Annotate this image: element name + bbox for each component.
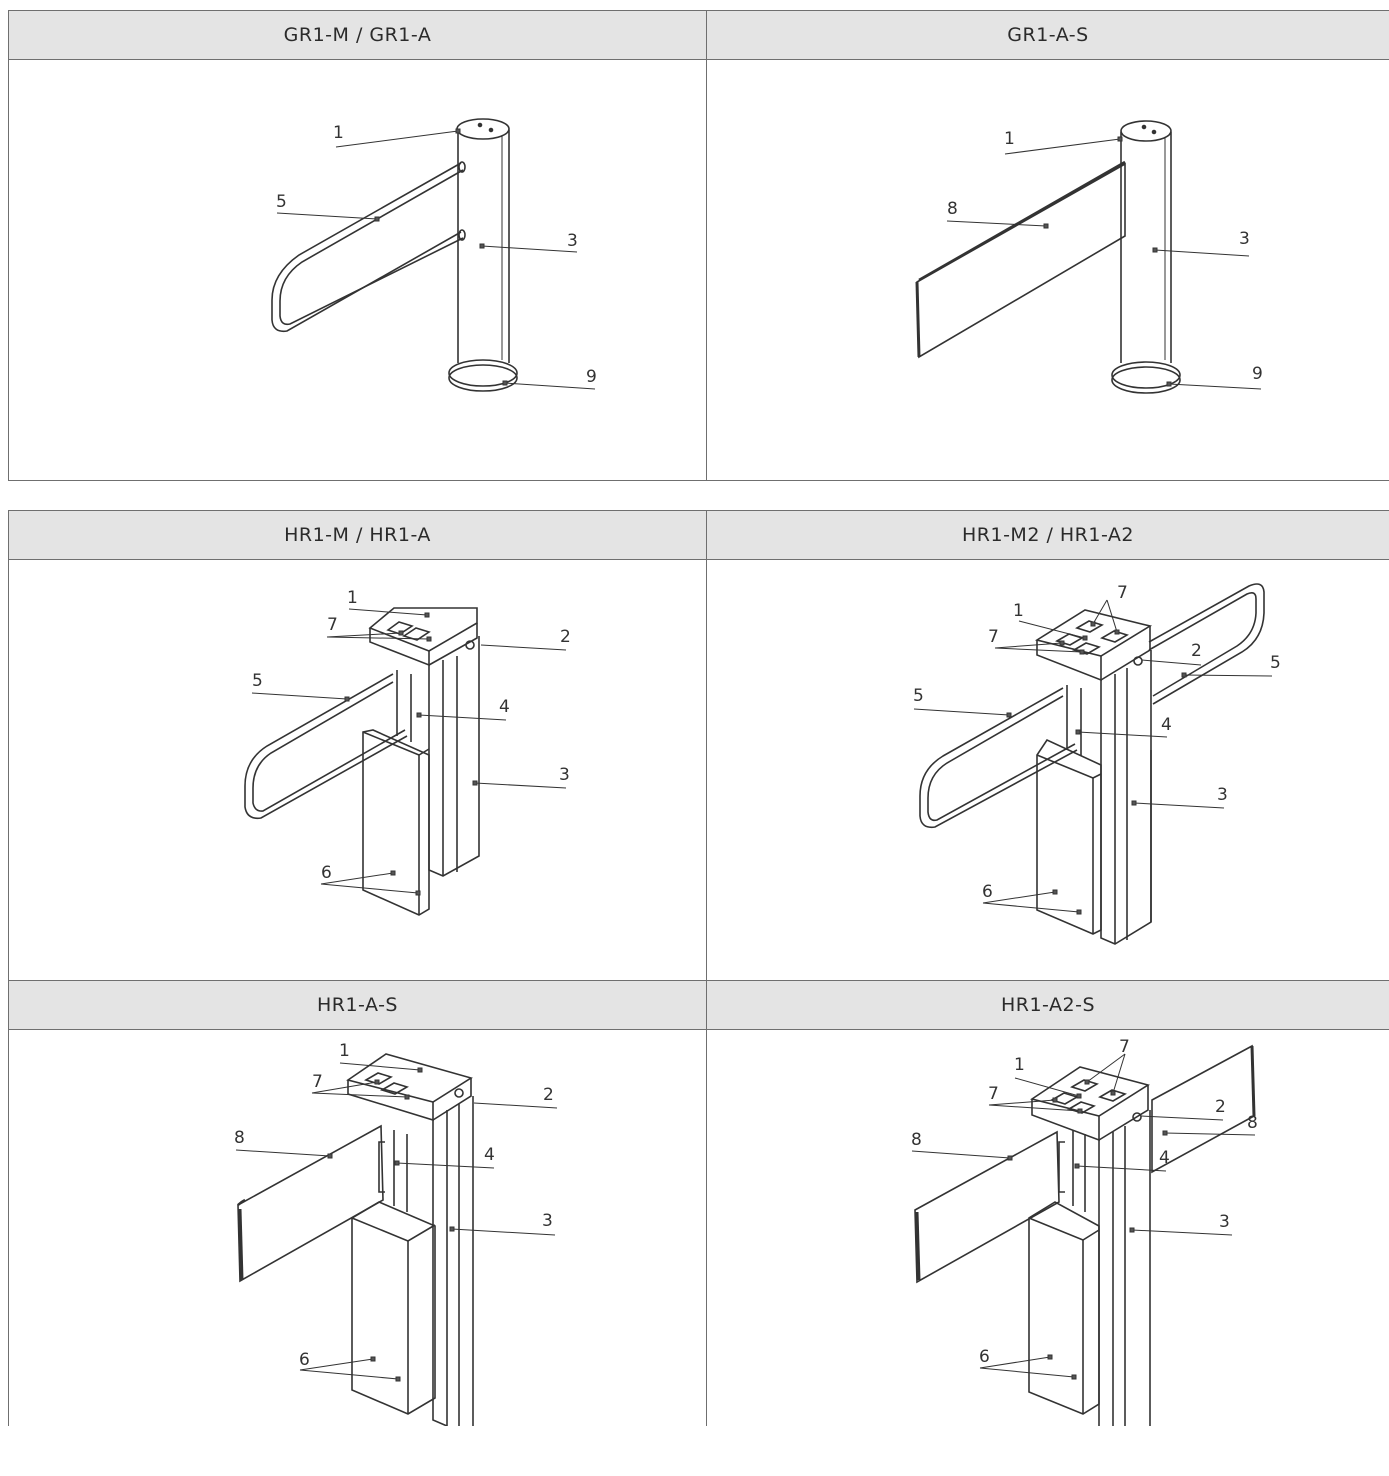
callout-label: 4 [1159, 1148, 1170, 1168]
panel-header-gr1-m: GR1-M / GR1-A [8, 10, 707, 60]
callout-label: 8 [1247, 1113, 1258, 1133]
panel-title: HR1-M / HR1-A [284, 524, 431, 546]
callout-label: 7 [1119, 1037, 1130, 1057]
panel-header-hr1-m2: HR1-M2 / HR1-A2 [706, 510, 1389, 560]
arm [271, 162, 462, 333]
arm [279, 169, 464, 326]
models-table-bottom: HR1-M / HR1-A HR1-M2 / HR1-A2 [8, 510, 1389, 1426]
panel-title: GR1-M / GR1-A [283, 24, 432, 46]
callout-label: 9 [1252, 364, 1263, 384]
callout-label: 6 [299, 1350, 310, 1370]
panel-header-hr1-a-s: HR1-A-S [8, 980, 707, 1030]
cap-hole [477, 122, 483, 128]
callout-label: 1 [339, 1041, 350, 1061]
panel-header-hr1-a2-s: HR1-A2-S [706, 980, 1389, 1030]
callout-label: 4 [499, 697, 510, 717]
callout-label: 7 [988, 627, 999, 647]
callout-label: 5 [252, 671, 263, 691]
callout-label: 5 [1270, 653, 1281, 673]
callout-label: 1 [1004, 129, 1015, 149]
callout-label: 5 [276, 192, 287, 212]
arm-end [458, 229, 466, 241]
callout-label: 3 [1219, 1212, 1230, 1232]
panel-drawing-hr1-a2-s: 7 1 7 2 8 8 4 3 6 [706, 1029, 1389, 1426]
arm-end [458, 161, 466, 173]
panel-title: HR1-M2 / HR1-A2 [962, 524, 1134, 546]
callout-label: 1 [333, 123, 344, 143]
base-plate [448, 359, 518, 387]
base-plate [448, 364, 518, 392]
callout-label: 5 [913, 686, 924, 706]
callout-label: 8 [911, 1130, 922, 1150]
callout-label: 4 [484, 1145, 495, 1165]
swing-panel [916, 162, 1126, 359]
callout-label: 9 [586, 367, 597, 387]
callout-label: 7 [327, 615, 338, 635]
post-top-cap [456, 118, 510, 140]
panel-header-gr1-a-s: GR1-A-S [706, 10, 1389, 60]
gr1-a-s-drawing: 1 8 3 9 [915, 120, 1263, 394]
callout-label: 7 [1117, 583, 1128, 603]
panel-drawing-gr1-a-s: 1 8 3 9 [706, 59, 1389, 481]
callout-label: 3 [559, 765, 570, 785]
gr1-m-drawing: 1 5 3 9 [271, 118, 597, 392]
hr1-a-s-drawing: 1 7 2 8 4 3 6 [234, 1041, 558, 1426]
callout-label: 2 [560, 627, 571, 647]
hr1-m2-drawing: 7 1 7 2 5 5 4 3 6 [913, 583, 1281, 945]
callout-label: 6 [982, 882, 993, 902]
callout-label: 3 [542, 1211, 553, 1231]
callout-label: 2 [1215, 1097, 1226, 1117]
callout-label: 6 [321, 863, 332, 883]
callout-label: 1 [347, 588, 358, 608]
panel-title: HR1-A-S [316, 994, 398, 1016]
callout-label: 8 [234, 1128, 245, 1148]
callout-label: 3 [1217, 785, 1228, 805]
panel-drawing-hr1-m: 1 7 2 5 4 3 6 [8, 559, 707, 981]
hr1-a2-s-drawing: 7 1 7 2 8 8 4 3 6 [911, 1037, 1258, 1426]
callout-label: 8 [947, 199, 958, 219]
hr1-m-drawing: 1 7 2 5 4 3 6 [244, 588, 571, 916]
callout-label: 7 [988, 1084, 999, 1104]
callout-label: 2 [1191, 641, 1202, 661]
panel-drawing-gr1-m: 1 5 3 9 [8, 59, 707, 481]
callout-label: 4 [1161, 715, 1172, 735]
panel-drawing-hr1-m2: 7 1 7 2 5 5 4 3 6 [706, 559, 1389, 981]
models-table-top: GR1-M / GR1-A GR1-A-S [8, 10, 1389, 481]
callout-label: 3 [1239, 229, 1250, 249]
callout-label: 1 [1014, 1055, 1025, 1075]
callout-label: 6 [979, 1347, 990, 1367]
callout-label: 3 [567, 231, 578, 251]
cap-hole [488, 127, 494, 133]
panel-title: HR1-A2-S [1000, 994, 1096, 1016]
callout-label: 1 [1013, 601, 1024, 621]
callout-label: 7 [312, 1072, 323, 1092]
panel-header-hr1-m: HR1-M / HR1-A [8, 510, 707, 560]
callout-label: 2 [543, 1085, 554, 1105]
panel-drawing-hr1-a-s: 1 7 2 8 4 3 6 [8, 1029, 707, 1426]
panel-title: GR1-A-S [1007, 24, 1089, 46]
